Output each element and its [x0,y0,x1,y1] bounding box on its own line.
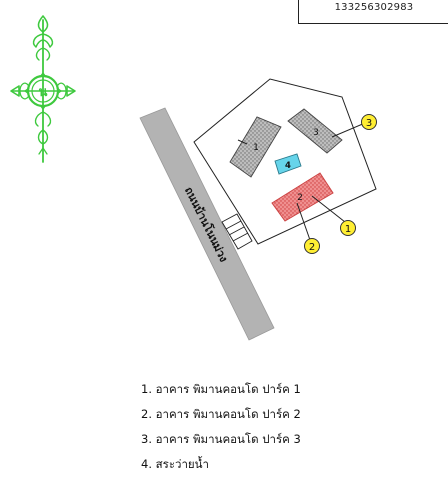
phone-number: 133256302983 [334,2,414,13]
legend-item-4: 4. สระว่ายน้ำ [141,457,209,471]
compass-north-label: น [39,85,48,100]
north-compass-rose-icon: น [10,15,76,163]
building-3-label: 3 [313,128,319,138]
legend-item-2: 2. อาคาร พิมานคอนโด ปาร์ค 2 [141,407,301,421]
entrance-steps [221,213,253,250]
building-3: 3 [287,108,343,154]
building-1-label: 1 [253,143,259,153]
callout-3-label: 3 [366,118,372,129]
callout-leaders [296,122,366,241]
site-boundary [193,78,377,245]
callout-1: 1 [340,220,356,236]
callout-1-label: 1 [345,224,351,235]
callout-2-label: 2 [309,242,315,253]
building-2-label: 2 [297,193,303,203]
callout-2: 2 [304,238,320,254]
phone-number-box: 133256302983 [298,0,448,24]
legend: 1. อาคาร พิมานคอนโด ปาร์ค 1 2. อาคาร พิม… [141,381,301,481]
pool-4: 4 [274,153,302,175]
building-1: 1 [229,116,282,178]
pool-4-label: 4 [285,161,291,171]
legend-item-3: 3. อาคาร พิมานคอนโด ปาร์ค 3 [141,432,301,446]
callout-3: 3 [361,114,377,130]
legend-item-1: 1. อาคาร พิมานคอนโด ปาร์ค 1 [141,382,301,396]
building-2: 2 [271,172,334,222]
